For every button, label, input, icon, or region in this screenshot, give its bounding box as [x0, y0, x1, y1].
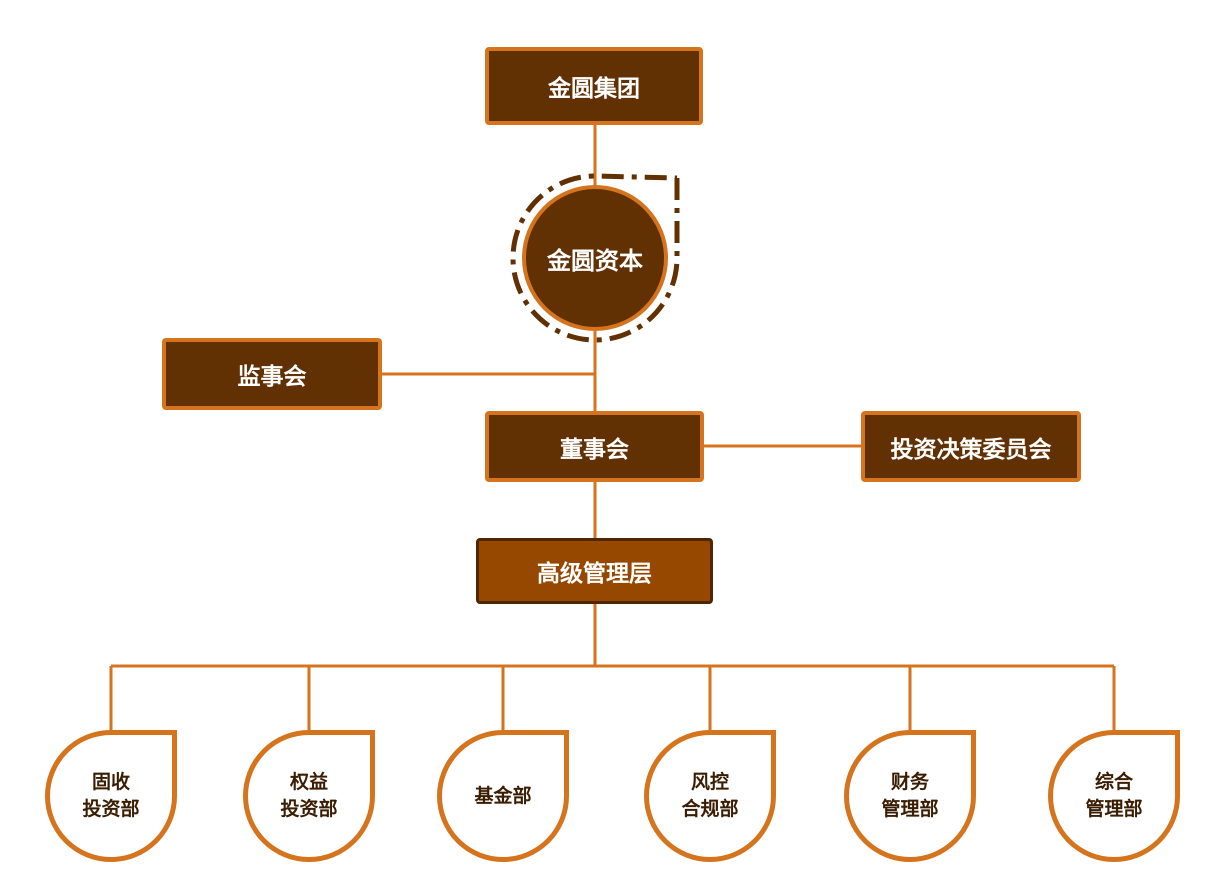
- dept-label: 投资部: [280, 798, 338, 820]
- dept-risk-compliance[interactable]: 风控 合规部: [644, 730, 776, 862]
- dept-equity[interactable]: 权益 投资部: [243, 730, 375, 862]
- node-board[interactable]: 董事会: [485, 411, 704, 482]
- node-group[interactable]: 金圆集团: [485, 47, 703, 125]
- dept-label: 财务: [890, 771, 929, 793]
- dept-fund[interactable]: 基金部: [437, 730, 569, 862]
- dept-label: 基金部: [474, 784, 532, 807]
- node-investment-committee[interactable]: 投资决策委员会: [861, 411, 1081, 482]
- dept-label: 合规部: [681, 798, 739, 820]
- dept-general-admin[interactable]: 综合 管理部: [1048, 730, 1180, 862]
- node-senior-management[interactable]: 高级管理层: [476, 538, 713, 604]
- dept-label: 权益: [289, 771, 328, 793]
- dept-fixed-income[interactable]: 固收 投资部: [45, 730, 177, 862]
- capital-dash-dot-ring: [510, 173, 680, 343]
- dept-label: 管理部: [881, 798, 939, 820]
- node-capital[interactable]: 金圆资本: [522, 185, 668, 331]
- dept-label: 固收: [91, 771, 130, 793]
- node-supervisors[interactable]: 监事会: [162, 338, 382, 410]
- dept-finance[interactable]: 财务 管理部: [844, 730, 976, 862]
- dept-label: 风控: [690, 771, 729, 793]
- dept-label: 综合: [1094, 771, 1133, 793]
- dept-label: 投资部: [82, 798, 140, 820]
- dept-label: 管理部: [1085, 798, 1143, 820]
